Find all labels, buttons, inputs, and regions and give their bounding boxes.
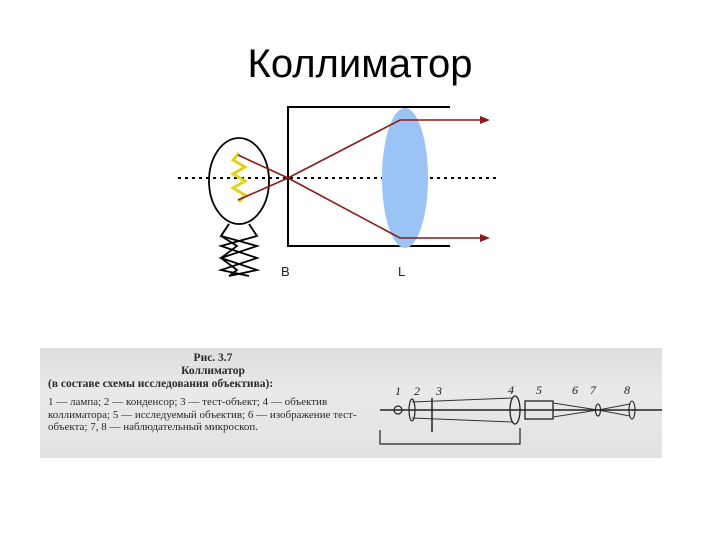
lamp-filament [230, 152, 248, 203]
scheme-objective [509, 395, 521, 425]
scheme-number-3: 3 [435, 384, 442, 398]
aperture-label: B [281, 264, 290, 279]
figure-legend: 1 — лампа; 2 — конденсор; 3 — тест-объек… [48, 396, 357, 433]
scheme-condenser [408, 398, 416, 422]
figure-title: Коллиматор [181, 365, 245, 377]
figure-context: (в составе схемы исследования объектива)… [48, 378, 274, 390]
figure-number: Рис. 3.7 [193, 352, 233, 364]
scheme-number-1: 1 [395, 384, 401, 398]
scheme-tested-objective [524, 400, 554, 420]
scheme-rays-out [552, 402, 631, 418]
scanned-figure: Рис. 3.7 Коллиматор (в составе схемы исс… [40, 348, 662, 458]
scheme-microscope-lens-7 [594, 403, 602, 417]
ray-upper [237, 154, 486, 239]
scheme-number-5: 5 [536, 383, 542, 397]
scheme-number-8: 8 [624, 383, 630, 397]
scheme-microscope-lens-8 [628, 400, 636, 420]
ray-upper-arrowhead [480, 234, 490, 242]
collimator-lens [382, 108, 428, 248]
lamp-base-zigzag [217, 223, 261, 277]
scheme-number-6: 6 [572, 383, 578, 397]
figure-caption: Рис. 3.7 Коллиматор (в составе схемы исс… [48, 352, 378, 434]
scheme-number-4: 4 [508, 383, 514, 397]
scheme-number-7: 7 [590, 383, 597, 397]
lamp-bulb [208, 137, 270, 225]
test-scheme: 1 2 3 4 5 6 7 8 [379, 383, 662, 445]
ray-lower-arrowhead [480, 116, 490, 124]
ray-lower [237, 119, 486, 201]
scheme-bracket [379, 428, 521, 445]
scheme-rays-in [411, 397, 513, 423]
scheme-lamp [393, 405, 403, 415]
collimator-tube [287, 106, 450, 247]
lens-label: L [398, 264, 405, 279]
scheme-number-2: 2 [414, 384, 420, 398]
slide-title: Коллиматор [247, 42, 473, 86]
